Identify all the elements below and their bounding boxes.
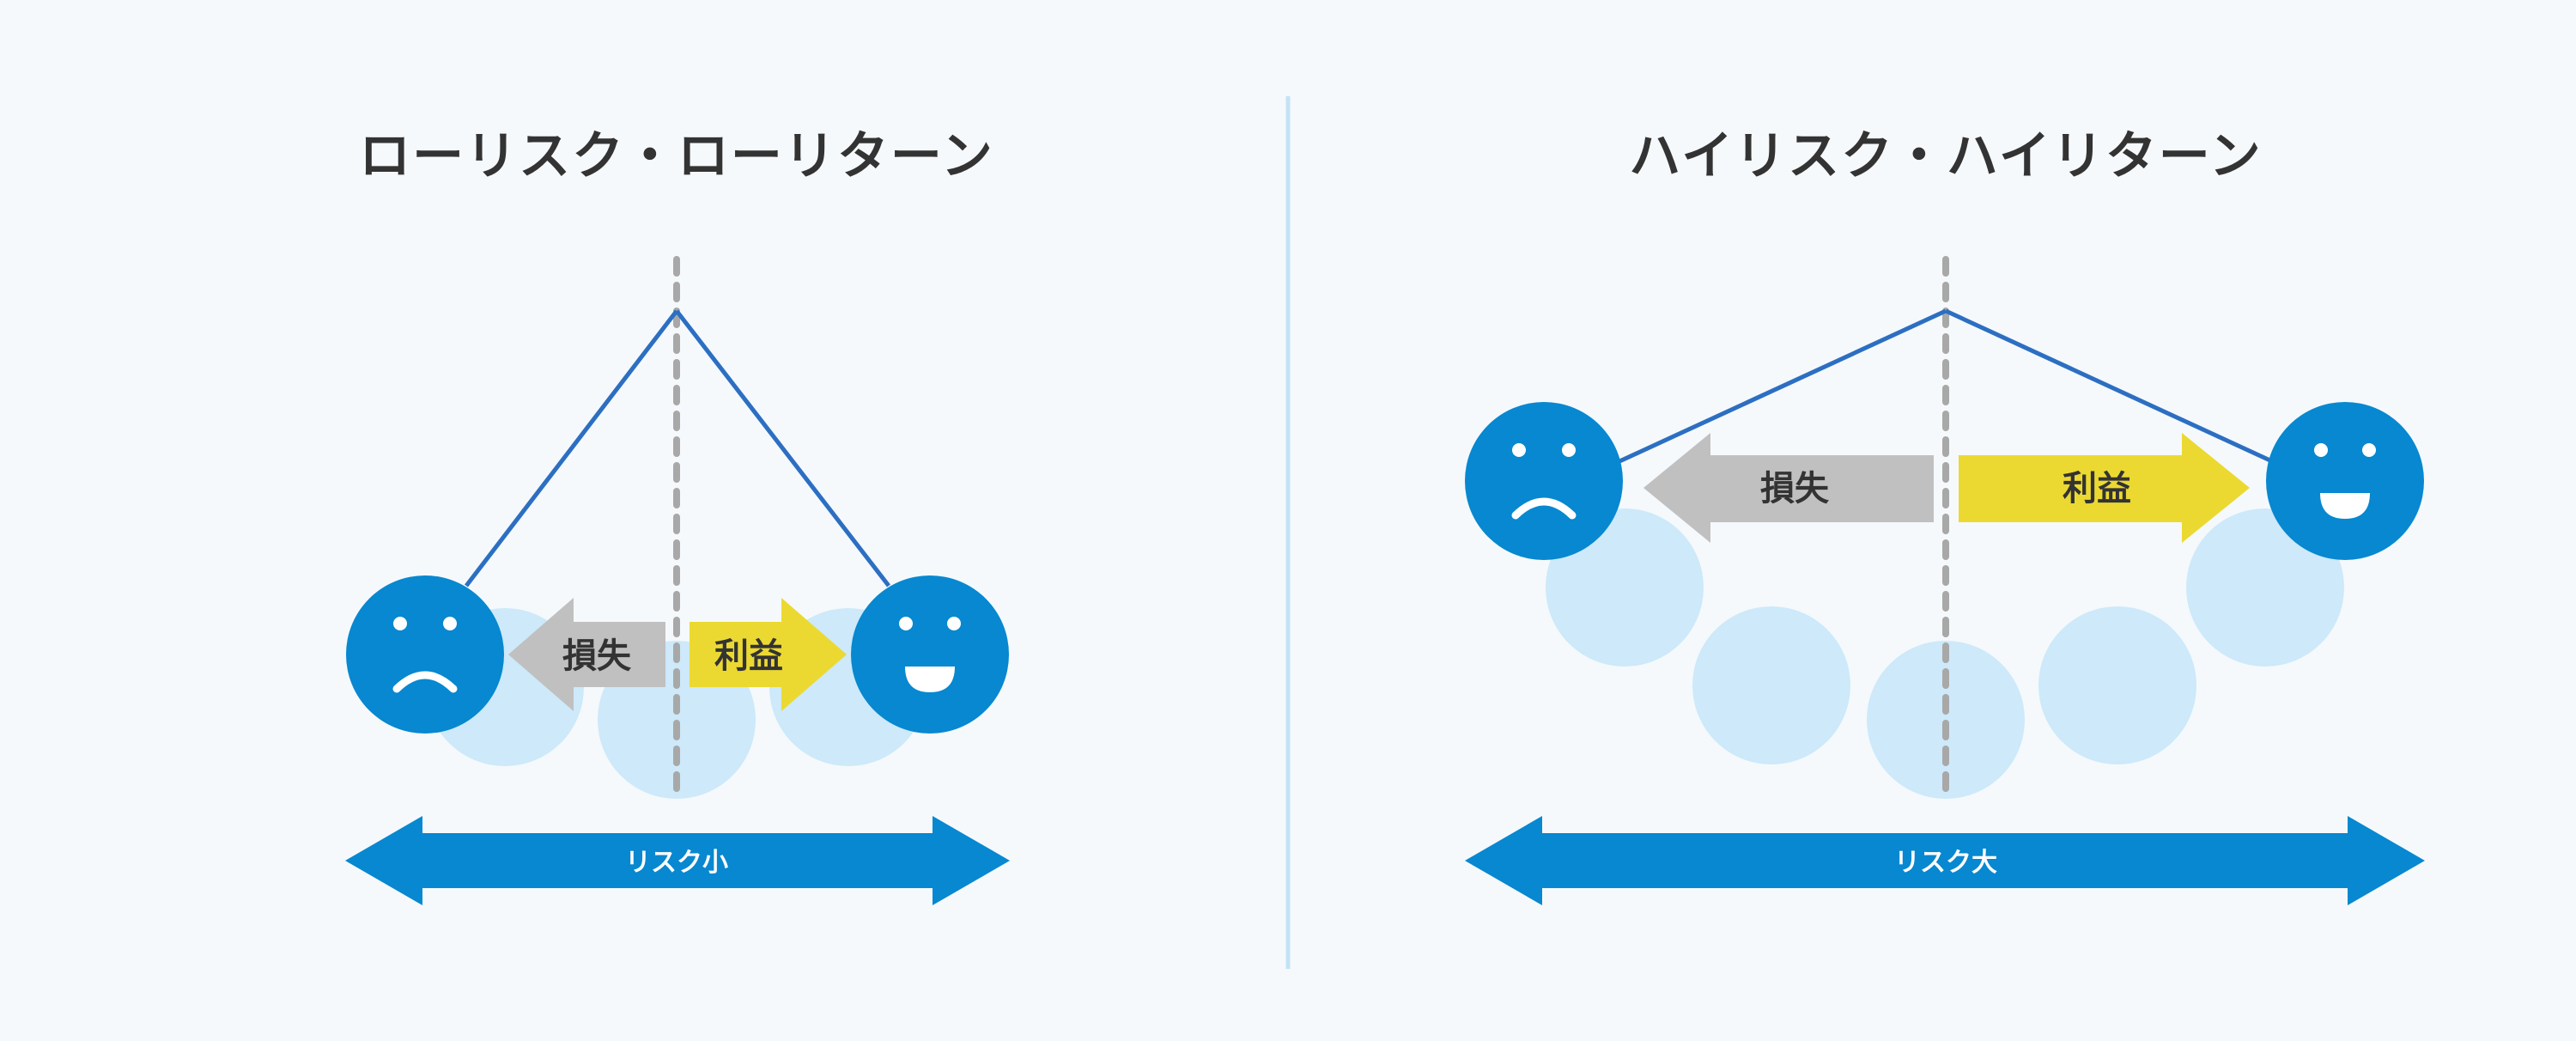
risk-large-double-arrow <box>1465 816 2425 905</box>
right-panel: ハイリスク・ハイリターン 損失 利益 <box>1465 126 2425 905</box>
pendulum-string-right <box>675 309 890 587</box>
sad-face-icon <box>346 575 504 734</box>
risk-small-double-arrow <box>345 816 1010 905</box>
faded-ball <box>2038 606 2196 764</box>
happy-face-icon <box>2266 402 2424 560</box>
pendulum-string-left <box>465 309 678 587</box>
happy-face-icon <box>851 575 1009 734</box>
pendulum-string-right <box>1944 308 2275 465</box>
faded-ball <box>1692 606 1850 764</box>
risk-large-label: リスク大 <box>1894 848 1997 878</box>
loss-arrow <box>1643 433 1934 543</box>
profit-arrow-label: 利益 <box>2063 469 2131 508</box>
pendulum-string-left <box>1616 308 1947 465</box>
loss-arrow-label: 損失 <box>562 636 632 676</box>
profit-arrow <box>1959 433 2250 543</box>
right-panel-title: ハイリスク・ハイリターン <box>1629 126 2262 186</box>
left-panel: ローリスク・ローリターン 損失 利益 <box>345 126 1010 905</box>
loss-arrow-label: 損失 <box>1760 469 1830 508</box>
risk-small-label: リスク小 <box>625 848 728 878</box>
left-panel-title: ローリスク・ローリターン <box>359 126 994 186</box>
profit-arrow-label: 利益 <box>714 636 783 676</box>
loss-arrow <box>508 598 665 711</box>
profit-arrow <box>690 598 847 711</box>
sad-face-icon <box>1465 402 1623 560</box>
